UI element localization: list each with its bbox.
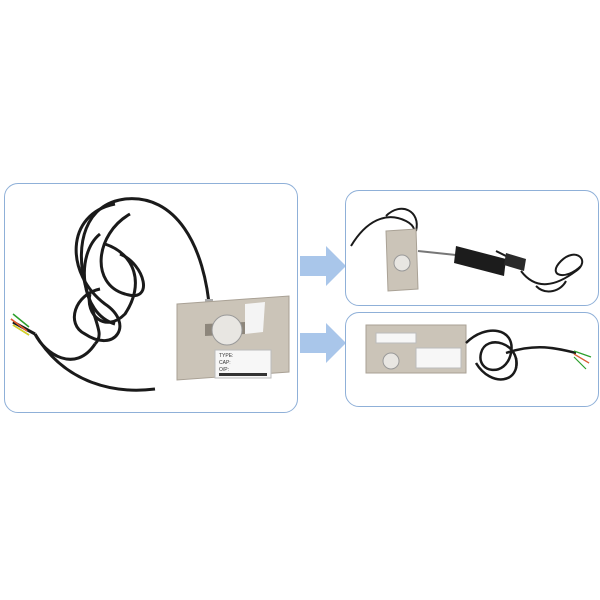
s-type-load-cell: TYPE: CAP: O/P:	[176, 295, 290, 381]
arrow-right-icon	[300, 323, 346, 363]
load-cell-horizontal-image	[365, 324, 592, 381]
load-cell-with-amplifier-photo	[345, 190, 599, 306]
load-cell-with-cable-image: TYPE: CAP: O/P:	[10, 197, 290, 392]
label-cap: CAP:	[219, 360, 231, 366]
label-op: O/P:	[219, 367, 229, 373]
load-cell-amplifier-image	[350, 207, 584, 293]
main-product-photo: TYPE: CAP: O/P:	[4, 183, 298, 413]
load-cell-horizontal-photo	[345, 312, 599, 407]
arrow-right-icon	[300, 246, 346, 286]
label-type: TYPE:	[219, 353, 233, 359]
